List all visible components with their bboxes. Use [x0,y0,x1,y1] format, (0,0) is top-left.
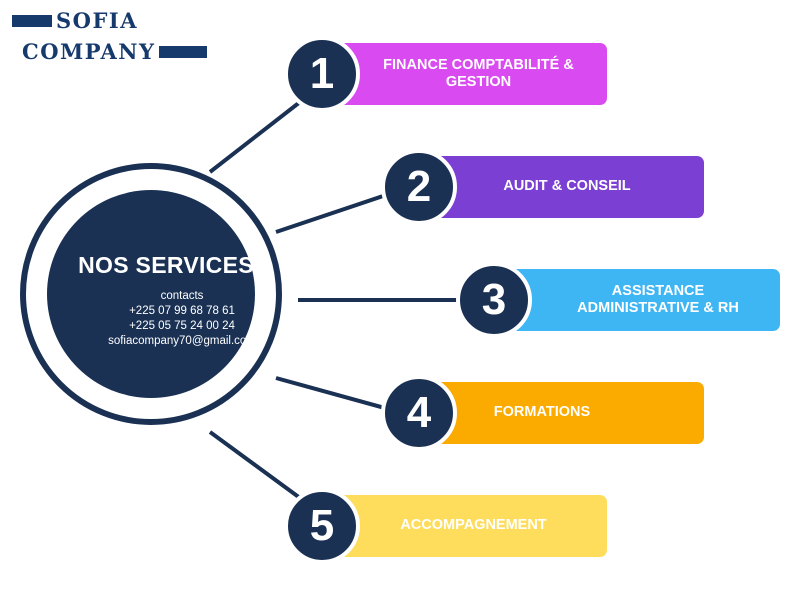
brand-name-company: COMPANY [22,39,156,64]
service-label-4: FORMATIONS [493,404,591,421]
contacts-label: contacts [160,290,204,302]
service-number-5: 5 [309,501,335,550]
service-number-badge-2: 2 [381,149,457,225]
service-number-3: 3 [481,275,507,324]
service-label-2: AUDIT & CONSEIL [503,178,631,195]
service-pill-5: ACCOMPAGNEMENT [330,495,607,557]
service-pill-4: FORMATIONS [420,382,704,444]
hub-circle [47,190,255,398]
brand-logo-line1: SOFIA [12,8,138,33]
service-number-badge-3: 3 [456,262,532,338]
service-number-badge-4: 4 [381,375,457,451]
brand-logo-line2: COMPANY [22,39,207,64]
service-number-2: 2 [406,162,432,211]
service-pill-1: FINANCE COMPTABILITÉ & GESTION [330,43,607,105]
service-pill-2: AUDIT & CONSEIL [420,156,704,218]
connector-line-4 [275,376,393,412]
service-pill-3: ASSISTANCE ADMINISTRATIVE & RH [496,269,780,331]
brand-bar-left [12,14,52,27]
brand-bar-right [158,45,207,58]
contact-phone-1: +225 07 99 68 78 61 [129,305,235,317]
service-label-1: FINANCE COMPTABILITÉ & GESTION [383,56,574,90]
connector-line-5 [208,430,302,500]
service-label-3: ASSISTANCE ADMINISTRATIVE & RH [577,282,739,316]
connector-line-2 [275,191,393,234]
contact-email: sofiacompany70@gmail.com [108,335,256,347]
contact-phone-2: +225 05 75 24 00 24 [129,320,235,332]
service-label-5: ACCOMPAGNEMENT [400,517,547,534]
service-number-badge-5: 5 [284,488,360,564]
connector-line-1 [208,100,302,174]
brand-name-sofia: SOFIA [56,8,138,33]
service-number-1: 1 [309,49,335,98]
service-number-badge-1: 1 [284,36,360,112]
hub-title: NOS SERVICES [78,252,254,278]
service-number-4: 4 [406,388,432,437]
